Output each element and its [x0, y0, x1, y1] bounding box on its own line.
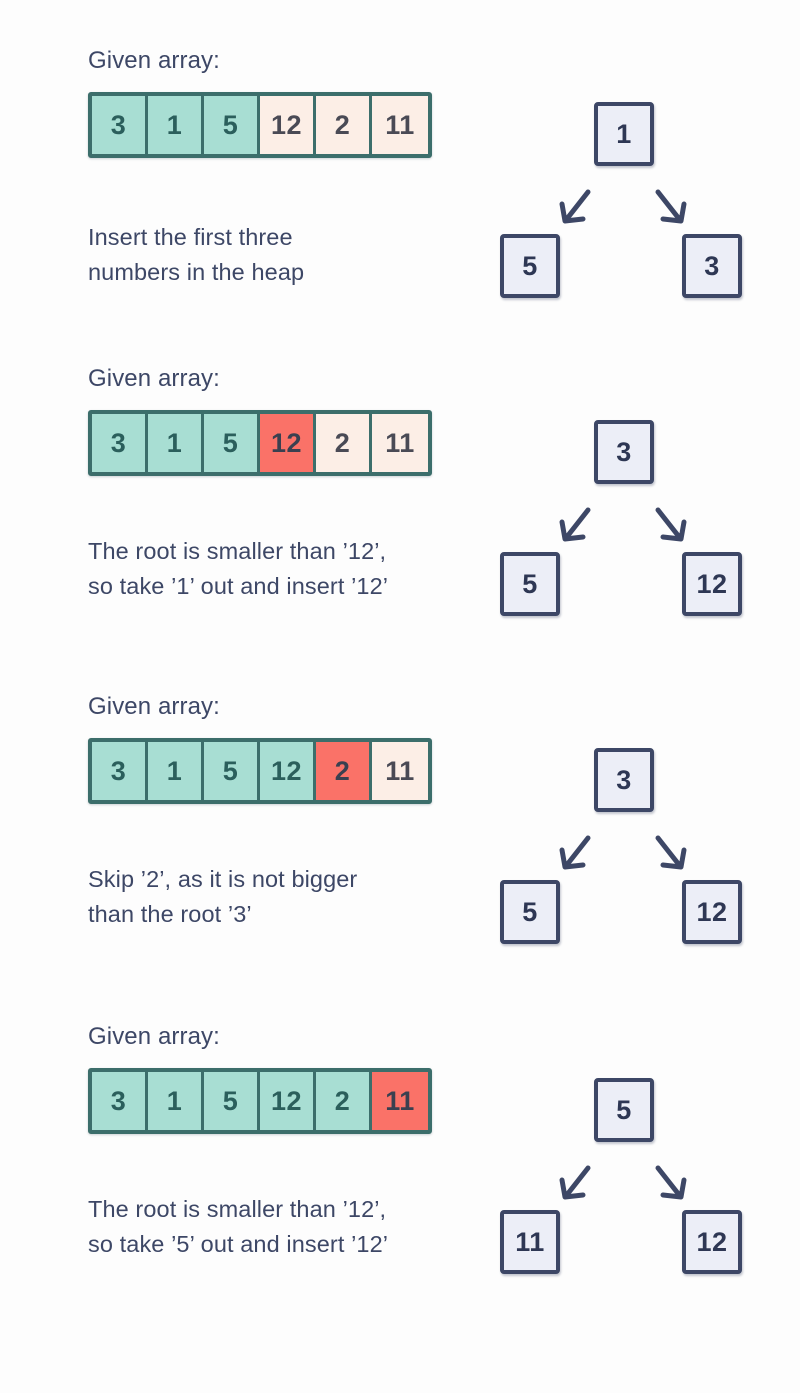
step-caption: The root is smaller than ’12’, so take ’… — [88, 538, 389, 599]
arrow-down-left-icon — [552, 1162, 598, 1208]
array-cell: 5 — [204, 742, 260, 800]
heap-node-right: 12 — [682, 552, 742, 616]
arrow-down-left-icon — [552, 832, 598, 878]
array-cell: 1 — [148, 96, 204, 154]
step-caption: Insert the first three numbers in the he… — [88, 224, 305, 285]
heap-tree: 3 5 12 — [490, 420, 770, 650]
heap-tree: 3 5 12 — [490, 748, 770, 978]
step-caption: Skip ’2’, as it is not bigger than the r… — [88, 866, 358, 927]
array-strip: 3 1 5 12 2 11 — [88, 1068, 432, 1134]
array-cell: 12 — [260, 96, 316, 154]
heap-node-left: 5 — [500, 234, 560, 298]
heap-node-left: 11 — [500, 1210, 560, 1274]
arrow-down-left-icon — [552, 504, 598, 550]
heap-node-right: 3 — [682, 234, 742, 298]
arrow-down-right-icon — [648, 832, 694, 878]
array-cell: 5 — [204, 414, 260, 472]
array-cell: 1 — [148, 414, 204, 472]
array-cell: 3 — [92, 1072, 148, 1130]
array-strip: 3 1 5 12 2 11 — [88, 738, 432, 804]
array-cell: 5 — [204, 1072, 260, 1130]
heap-node-left: 5 — [500, 552, 560, 616]
array-cell: 5 — [204, 96, 260, 154]
array-cell: 11 — [372, 742, 428, 800]
step-section-2: Given array: 3 1 5 12 2 11 The root is s… — [0, 364, 800, 664]
given-array-heading: Given array: — [88, 47, 220, 74]
array-cell-highlighted: 12 — [260, 414, 316, 472]
array-cell: 1 — [148, 1072, 204, 1130]
array-strip: 3 1 5 12 2 11 — [88, 92, 432, 158]
heap-node-left: 5 — [500, 880, 560, 944]
array-cell: 3 — [92, 742, 148, 800]
arrow-down-right-icon — [648, 186, 694, 232]
step-2-left-column: Given array: 3 1 5 12 2 11 The root is s… — [88, 364, 488, 604]
heap-node-right: 12 — [682, 1210, 742, 1274]
given-array-heading: Given array: — [88, 1023, 220, 1050]
arrow-down-right-icon — [648, 504, 694, 550]
array-cell: 2 — [316, 1072, 372, 1130]
arrow-down-right-icon — [648, 1162, 694, 1208]
heap-tree: 5 11 12 — [490, 1078, 770, 1308]
given-array-heading: Given array: — [88, 365, 220, 392]
step-4-left-column: Given array: 3 1 5 12 2 11 The root is s… — [88, 1022, 488, 1262]
heap-node-root: 1 — [594, 102, 654, 166]
array-strip: 3 1 5 12 2 11 — [88, 410, 432, 476]
array-cell-highlighted: 11 — [372, 1072, 428, 1130]
array-cell: 12 — [260, 742, 316, 800]
array-cell: 2 — [316, 96, 372, 154]
step-3-left-column: Given array: 3 1 5 12 2 11 Skip ’2’, as … — [88, 692, 488, 932]
array-cell: 11 — [372, 414, 428, 472]
step-section-3: Given array: 3 1 5 12 2 11 Skip ’2’, as … — [0, 692, 800, 992]
step-caption: The root is smaller than ’12’, so take ’… — [88, 1196, 389, 1257]
step-section-1: Given array: 3 1 5 12 2 11 Insert the fi… — [0, 46, 800, 346]
array-cell: 11 — [372, 96, 428, 154]
array-cell-highlighted: 2 — [316, 742, 372, 800]
array-cell: 3 — [92, 96, 148, 154]
array-cell: 1 — [148, 742, 204, 800]
array-cell: 12 — [260, 1072, 316, 1130]
heap-node-root: 5 — [594, 1078, 654, 1142]
arrow-down-left-icon — [552, 186, 598, 232]
array-cell: 2 — [316, 414, 372, 472]
array-cell: 3 — [92, 414, 148, 472]
step-1-left-column: Given array: 3 1 5 12 2 11 Insert the fi… — [88, 46, 488, 290]
heap-node-root: 3 — [594, 748, 654, 812]
heap-tree: 1 5 3 — [490, 102, 770, 332]
given-array-heading: Given array: — [88, 693, 220, 720]
heap-node-right: 12 — [682, 880, 742, 944]
heap-node-root: 3 — [594, 420, 654, 484]
step-section-4: Given array: 3 1 5 12 2 11 The root is s… — [0, 1022, 800, 1322]
